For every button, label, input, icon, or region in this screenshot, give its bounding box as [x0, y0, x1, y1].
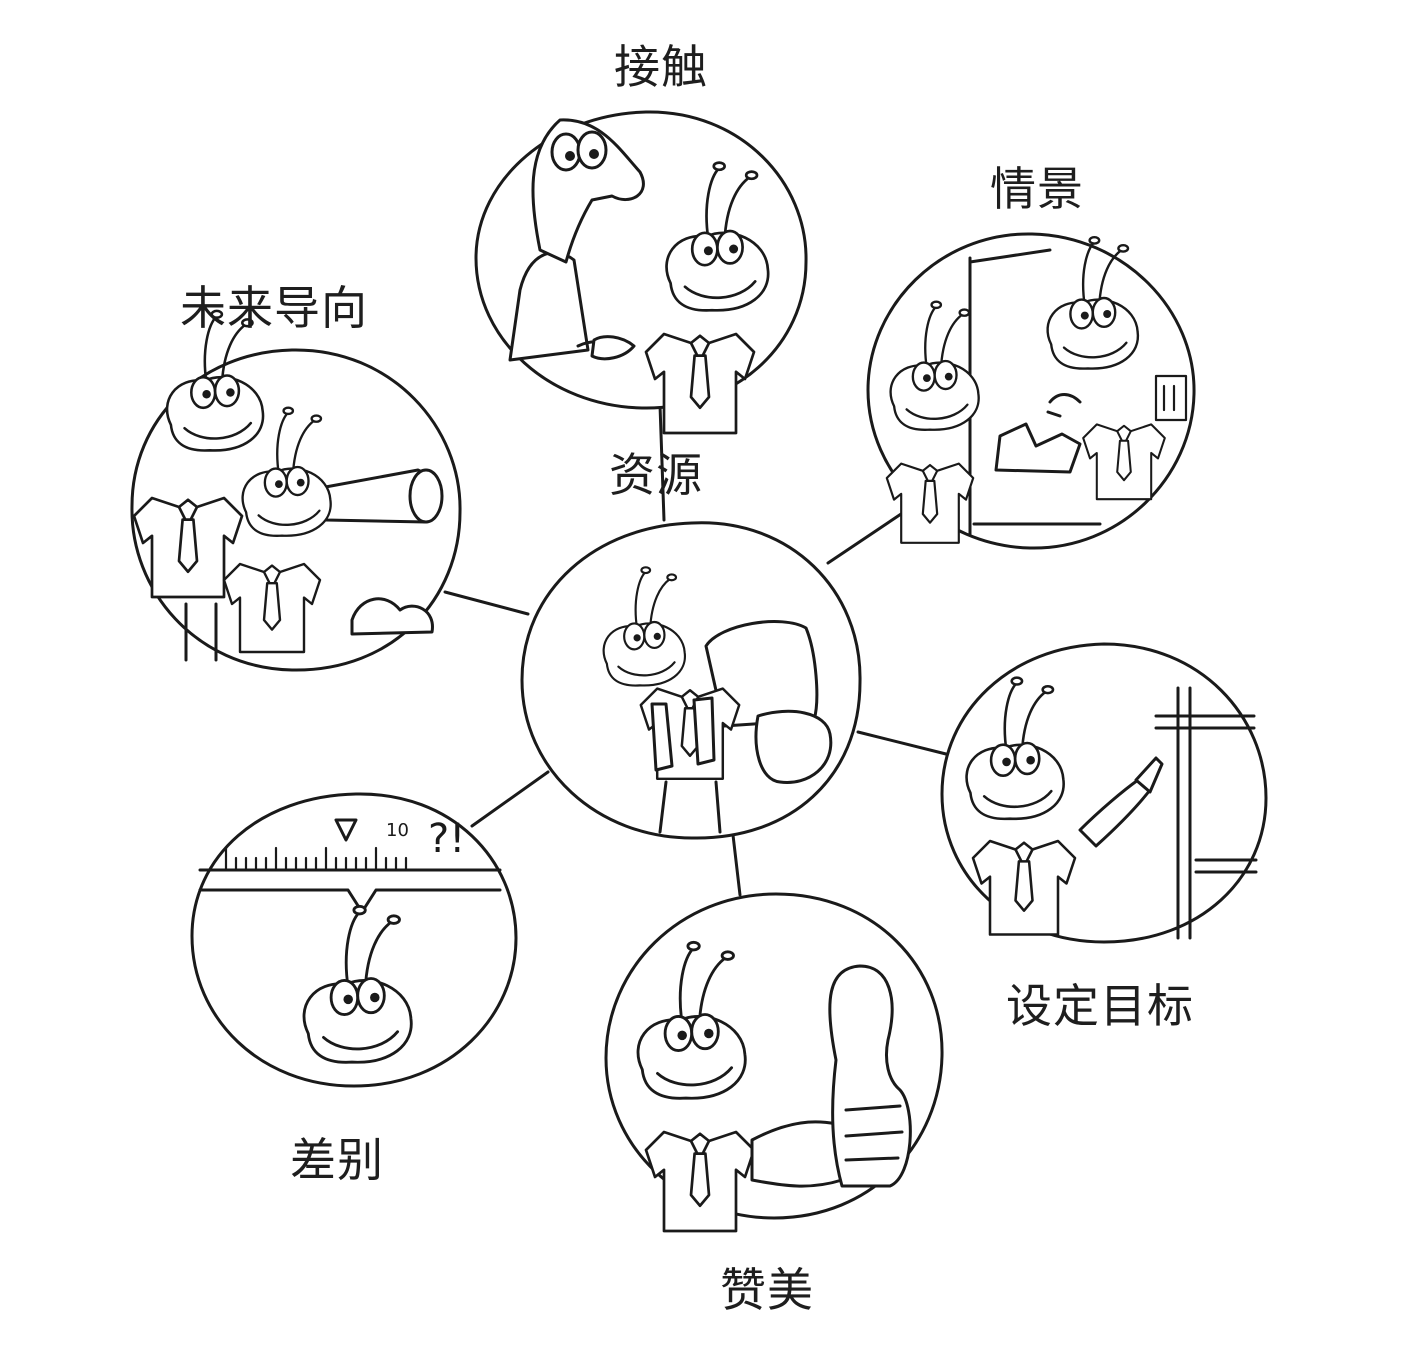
ants-talking-icon — [885, 235, 1188, 544]
pointing-at-board-icon — [965, 676, 1258, 940]
thumbs-up-icon — [636, 940, 912, 1233]
difference-bubble: 10 ?! — [190, 792, 518, 1088]
handshake-icon — [508, 118, 770, 435]
label-future: 未来导向 — [180, 281, 368, 335]
praise-bubble — [604, 892, 944, 1233]
label-praise: 赞美 — [720, 1263, 814, 1317]
label-goal: 设定目标 — [1006, 979, 1194, 1033]
label-contact: 接触 — [614, 40, 708, 94]
situation-bubble — [866, 232, 1196, 550]
goal-bubble — [940, 642, 1268, 944]
telescope-icon — [132, 309, 444, 662]
connectors — [443, 403, 948, 897]
connector-contact — [658, 403, 666, 522]
scale-ruler-icon: 10 ?! — [198, 816, 502, 1064]
connector-future — [443, 590, 530, 616]
contact-bubble — [474, 110, 808, 435]
scale-marker-label: 10 — [386, 820, 409, 841]
future-bubble — [130, 309, 462, 672]
scale-question-mark: ?! — [428, 816, 465, 862]
label-difference: 差别 — [290, 1133, 384, 1187]
label-center: 资源 — [609, 448, 703, 502]
label-situation: 情景 — [990, 162, 1084, 216]
ant-with-backpack-icon — [602, 566, 833, 834]
connector-difference — [470, 770, 550, 828]
connector-praise — [731, 833, 742, 897]
center-bubble — [520, 521, 862, 840]
connector-situation — [826, 506, 912, 565]
connector-goal — [856, 730, 948, 756]
